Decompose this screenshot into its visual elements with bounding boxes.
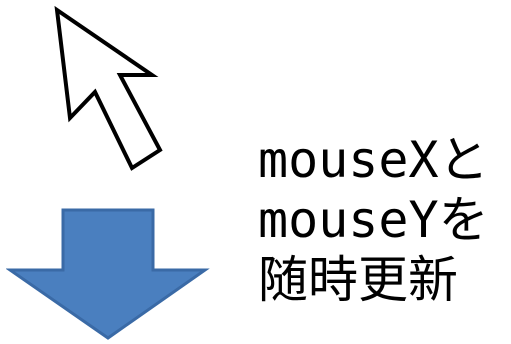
mouse-cursor-icon bbox=[54, 5, 163, 171]
caption-line-1: mouseXと bbox=[258, 131, 489, 189]
arrow-down-icon bbox=[6, 208, 210, 340]
caption-line-3: 随時更新 bbox=[258, 251, 458, 309]
caption-text: mouseXと mouseYを 随時更新 bbox=[258, 130, 508, 310]
caption-line-2: mouseYを bbox=[258, 191, 489, 249]
